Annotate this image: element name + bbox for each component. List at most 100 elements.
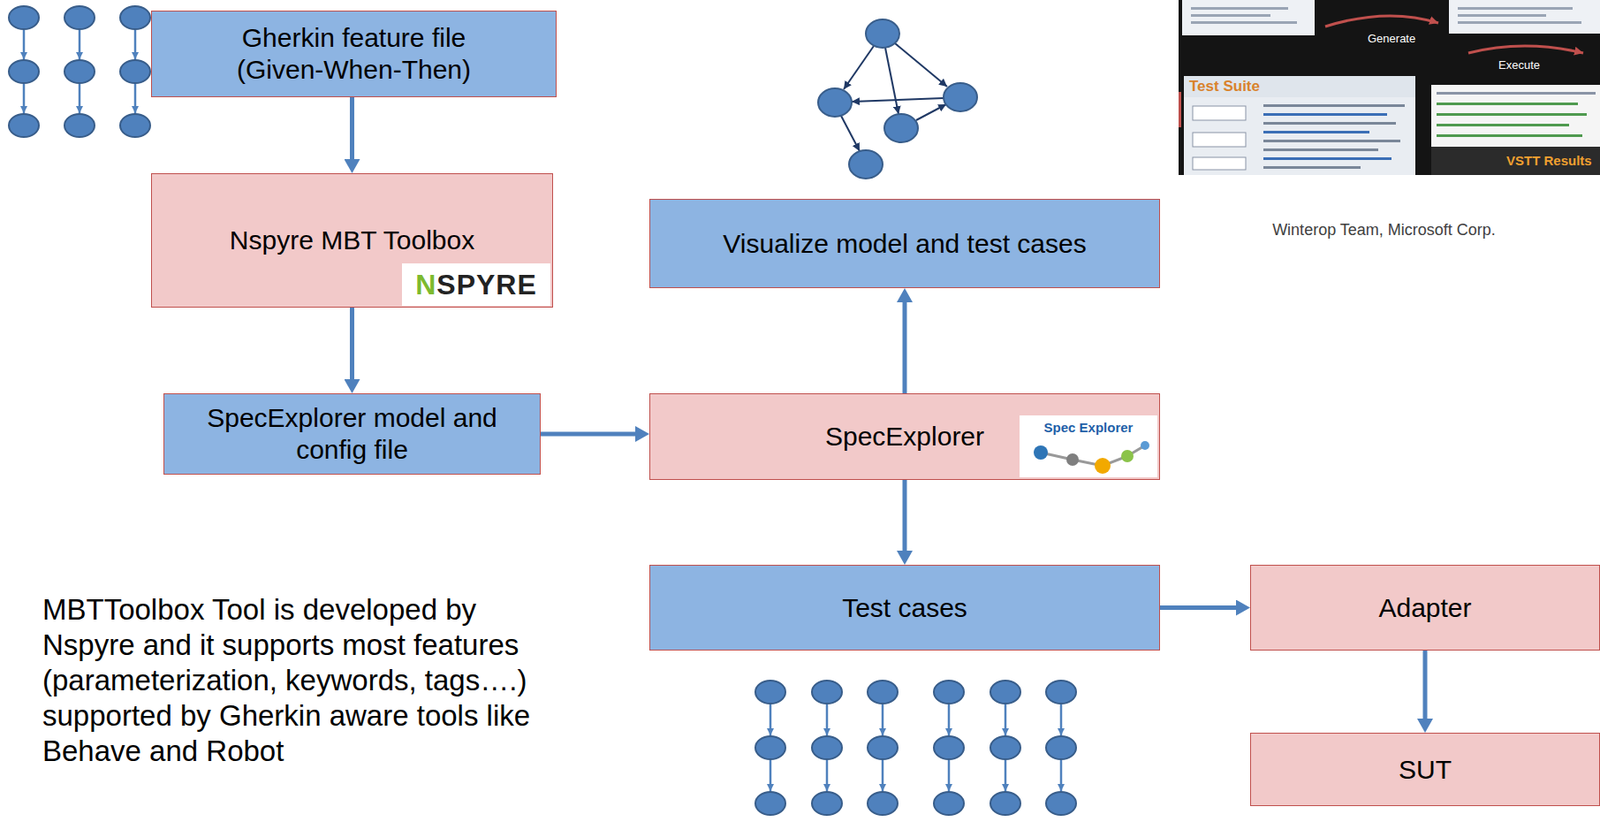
test-case-chains-icon	[826, 759, 829, 791]
screenshot-title: Test Suite	[1189, 77, 1260, 96]
tool-screenshot	[1431, 146, 1600, 175]
tool-screenshot	[1263, 148, 1379, 152]
tool-screenshot	[1178, 0, 1600, 175]
output-box: Visualize model and test cases	[649, 198, 1161, 289]
test-case-chains-icon	[1060, 704, 1063, 736]
test-case-chains-icon	[1046, 680, 1077, 704]
scenario-chains-icon	[64, 113, 95, 137]
tool-screenshot	[1183, 75, 1416, 175]
node-label: Adapter	[1378, 591, 1472, 624]
scenario-chains-icon	[8, 113, 39, 137]
scenario-chains-icon	[78, 30, 82, 60]
scenario-chains-icon	[22, 83, 26, 114]
test-case-chains-icon	[867, 680, 898, 704]
note-text: MBTToolbox Tool is developed by Nspyre a…	[42, 591, 560, 769]
image-credit: Winterop Team, Microsoft Corp.	[1173, 220, 1595, 241]
test-case-chains-icon	[811, 735, 842, 759]
tool-screenshot	[1263, 121, 1396, 125]
test-case-chains-icon	[770, 704, 1062, 791]
flow-arrow	[902, 479, 908, 558]
test-case-chains-icon	[1004, 704, 1008, 736]
scenario-chains-icon	[64, 60, 95, 84]
node-label: Nspyre MBT Toolbox	[229, 224, 475, 257]
tool-box: SpecExplorer Spec Explorer	[649, 393, 1161, 480]
state-graph-icon	[851, 98, 944, 102]
scenario-chains-icon	[134, 30, 137, 60]
system-box: SUT	[1250, 732, 1600, 806]
test-case-chains-icon	[990, 735, 1021, 759]
tool-screenshot	[1190, 21, 1297, 24]
node-label: Test cases	[841, 591, 968, 624]
screenshot-text: Execute	[1498, 58, 1540, 73]
artifact-box: Test cases	[649, 564, 1161, 651]
scenario-chains-icon	[23, 30, 136, 114]
tool-screenshot	[1436, 113, 1587, 116]
test-case-chains-icon	[755, 680, 786, 704]
flow-arrow	[349, 97, 355, 167]
state-graph-icon	[943, 83, 978, 112]
test-case-chains-icon	[755, 735, 786, 759]
state-graph-icon	[894, 43, 948, 87]
tool-screenshot	[1178, 91, 1182, 128]
process-box: Adapter	[1250, 564, 1600, 651]
tool-screenshot	[1436, 123, 1570, 127]
node-label: SUT	[1398, 753, 1452, 786]
scenario-chains-icon	[22, 30, 26, 60]
tool-screenshot	[1263, 166, 1361, 169]
tool-screenshot	[1263, 130, 1370, 134]
input-file-box: Gherkin feature file (Given-When-Then)	[151, 10, 557, 98]
tool-screenshot	[1263, 104, 1405, 107]
tool-screenshot	[1183, 75, 1416, 98]
test-case-chains-icon	[881, 759, 885, 791]
screenshot-text: Generate	[1367, 31, 1416, 46]
tool-screenshot	[1263, 139, 1401, 143]
scenario-chains-icon	[120, 113, 151, 137]
tool-screenshot	[1190, 7, 1289, 10]
state-graph-icon	[849, 150, 883, 179]
tool-screenshot	[1436, 91, 1596, 95]
node-label: SpecExplorer	[825, 420, 985, 453]
test-case-chains-icon	[947, 759, 951, 791]
tool-screenshot	[1436, 134, 1583, 137]
scenario-chains-icon	[8, 6, 151, 137]
tool-screenshot	[1263, 157, 1392, 160]
state-graph-icon	[818, 88, 852, 117]
scenario-chains-icon	[64, 6, 95, 30]
test-case-chains-icon	[769, 759, 773, 791]
test-case-chains-icon	[867, 791, 898, 815]
test-case-chains-icon	[881, 704, 885, 736]
tool-screenshot	[1192, 157, 1246, 170]
test-case-chains-icon	[1004, 759, 1008, 791]
node-label: Gherkin feature file (Given-When-Then)	[221, 22, 487, 86]
test-case-chains-icon	[867, 735, 898, 759]
test-case-chains-icon	[826, 704, 829, 736]
node-label: SpecExplorer model and config file	[180, 401, 525, 466]
tool-screenshot	[1431, 84, 1600, 147]
tool-screenshot	[1263, 113, 1388, 116]
state-graph-icon	[885, 47, 899, 114]
tool-screenshot	[1448, 0, 1600, 34]
scenario-chains-icon	[120, 6, 151, 30]
test-case-chains-icon	[1046, 735, 1077, 759]
scenario-chains-icon	[8, 6, 39, 30]
test-case-chains-icon	[755, 791, 786, 815]
screenshot-title: VSTT Results	[1506, 152, 1593, 169]
tool-screenshot	[1468, 45, 1584, 54]
state-graph-icon	[843, 45, 874, 90]
state-graph-icon	[841, 115, 860, 152]
state-graph-icon	[916, 104, 947, 121]
logo-text: Spec Explorer	[1019, 415, 1158, 478]
tool-screenshot	[1457, 7, 1573, 10]
test-case-chains-icon	[1046, 791, 1077, 815]
node-label: Visualize model and test cases	[722, 227, 1086, 260]
flow-arrow	[902, 295, 908, 394]
test-case-chains-icon	[947, 704, 951, 736]
state-graph-icon	[884, 113, 918, 143]
tool-box: Nspyre MBT ToolboxNSPYRE	[151, 173, 554, 308]
test-case-chains-icon	[755, 680, 1077, 815]
test-case-chains-icon	[1060, 759, 1063, 791]
tool-screenshot	[1457, 21, 1582, 24]
flow-arrow	[1160, 605, 1244, 610]
tool-screenshot	[1190, 14, 1271, 17]
